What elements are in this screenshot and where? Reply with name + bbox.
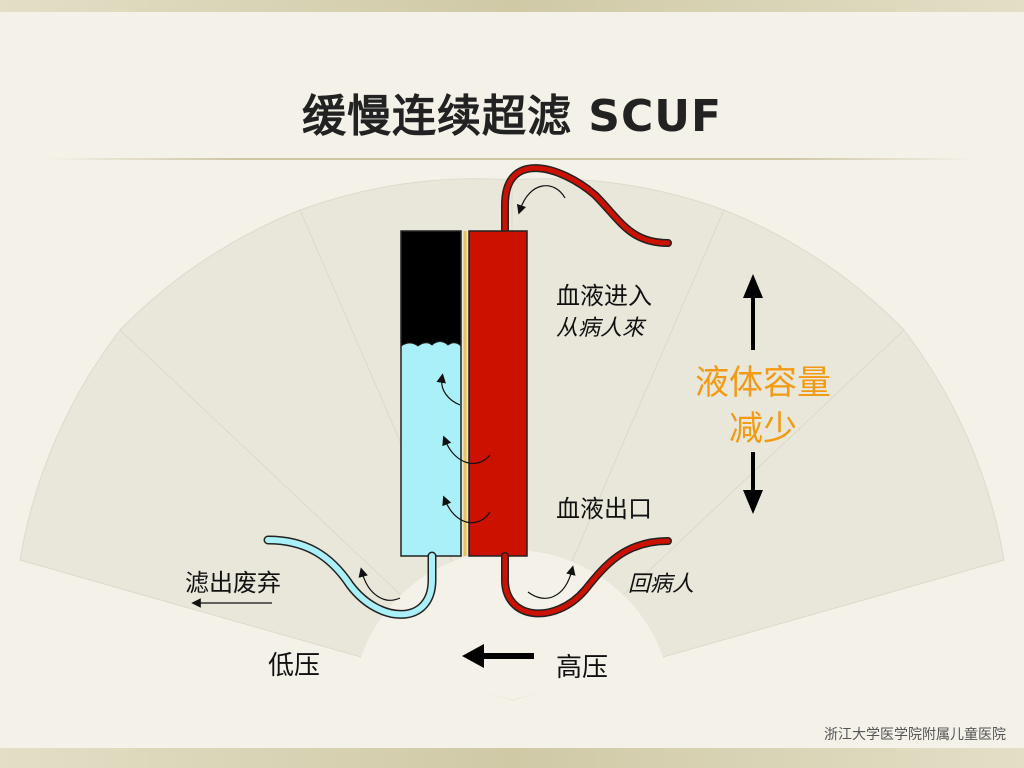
footer-institution: 浙江大学医学院附属儿童医院: [824, 727, 1006, 743]
inlet-flow-arrow: [516, 185, 566, 215]
filtrate-discard-label: 滤出废弃: [185, 569, 281, 597]
return-patient-label: 回病人: [628, 572, 695, 597]
bottom-band: [0, 748, 1024, 768]
blood-inlet-tube: [501, 164, 672, 247]
top-band: [0, 0, 1024, 12]
title-divider: [48, 158, 973, 160]
filtrate-air-space: [401, 231, 461, 346]
fluid-volume-label: 液体容量 减少: [678, 360, 848, 452]
fluid-volume-line-1: 液体容量: [695, 363, 831, 403]
filtration-arrow-1: [436, 373, 461, 406]
blood-in-label: 血液进入: [556, 282, 652, 310]
filtration-arrow-3: [442, 495, 491, 524]
high-pressure-label: 高压: [556, 653, 609, 683]
blood-out-label: 血液出口: [556, 495, 652, 523]
low-pressure-label: 低压: [268, 651, 321, 681]
blood-compartment: [468, 230, 528, 557]
blood-in-source-label: 从病人來: [556, 316, 645, 341]
return-flow-arrow: [527, 565, 576, 599]
filtration-arrow-2: [442, 435, 491, 464]
slide-title: 缓慢连续超滤 SCUF: [301, 91, 723, 142]
fluid-volume-line-2: 减少: [729, 409, 797, 449]
filtrate-flow-arrow: [358, 567, 401, 601]
filtrate-fluid: [400, 341, 462, 557]
